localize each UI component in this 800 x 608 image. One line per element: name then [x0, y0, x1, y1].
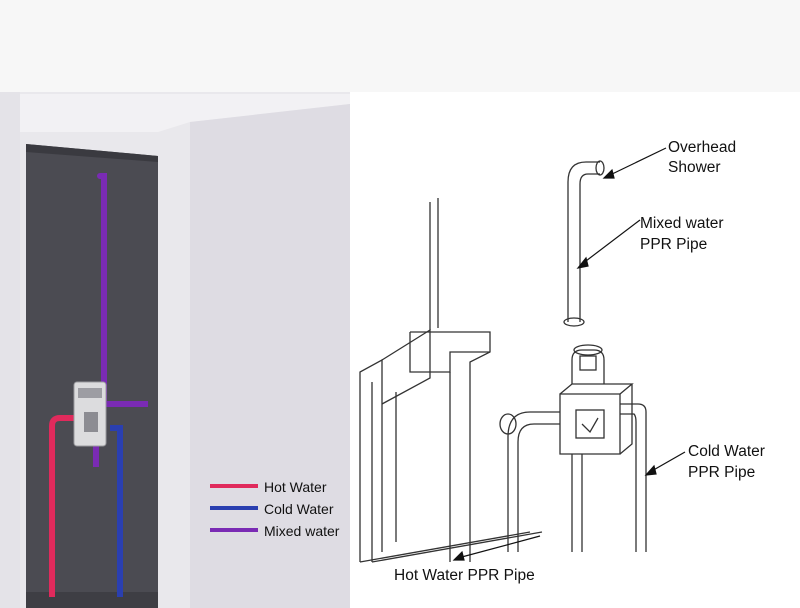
legend-cold-label: Cold Water	[264, 501, 334, 517]
wall-panel-left	[359, 358, 383, 562]
pipe-installation-diagram	[359, 147, 686, 563]
cold-water-label-line1: Cold Water	[688, 443, 765, 460]
valve-cartridge-mark	[581, 417, 599, 434]
valve-body	[559, 393, 621, 455]
wall-panel-top	[381, 328, 431, 405]
overhead-shower-elbow	[567, 161, 600, 185]
mixed-water-riser	[567, 182, 581, 322]
mixed-pipe-arrowhead	[576, 256, 589, 269]
outlet-pipe-lower	[571, 454, 583, 552]
valve-handle-top	[78, 388, 102, 398]
connector-ring	[573, 344, 603, 356]
legend-swatches	[210, 484, 258, 532]
top-background-band	[0, 0, 800, 92]
valve-cartridge	[575, 409, 605, 439]
wall-frame-step	[409, 332, 490, 373]
legend-hot-label: Hot Water	[264, 479, 327, 495]
right-wall	[190, 104, 350, 608]
wall-frame-upright	[429, 198, 439, 330]
niche-top-edge	[26, 144, 158, 162]
mixed-water-label-line1: Mixed water	[640, 215, 724, 232]
hot-pipe-pointer	[457, 535, 541, 559]
cold-pipe-pointer	[649, 451, 686, 473]
cold-water-label-line2: PPR Pipe	[688, 464, 756, 481]
hot-pipe-elbow	[499, 413, 517, 435]
cold-water-pipe-drawing	[620, 403, 647, 552]
floor-lines	[359, 531, 543, 563]
cold-pipe-arrowhead	[644, 464, 657, 476]
legend-mixed-label: Mixed water	[264, 523, 340, 539]
connector-nut	[579, 355, 597, 371]
overhead-shower-label-line2: Shower	[668, 159, 721, 176]
overhead-shower-label-line1: Overhead	[668, 139, 737, 156]
mixed-pipe-pointer	[581, 219, 641, 265]
cold-water-pipe	[110, 425, 123, 597]
installation-scene	[0, 92, 350, 608]
ceiling	[20, 94, 350, 132]
overhead-pointer	[607, 147, 667, 177]
hot-water-pipe	[49, 415, 80, 597]
valve-handle-bottom	[84, 412, 98, 432]
valve-top-connector	[571, 349, 605, 384]
hot-water-pipe-label: Hot Water PPR Pipe	[394, 567, 535, 584]
mixed-water-pipe	[97, 173, 107, 405]
wall-niche	[26, 144, 158, 608]
overhead-arrowhead	[602, 168, 615, 179]
hot-water-pipe-drawing	[507, 411, 560, 552]
shower-outlet	[595, 160, 605, 176]
mixed-water-label-line2: PPR Pipe	[640, 236, 708, 253]
hot-pipe-arrowhead	[452, 550, 465, 561]
left-edge-wall	[0, 92, 20, 608]
riser-bottom-ring	[563, 317, 585, 327]
floor-strip	[26, 592, 158, 608]
hot-water-pipe-drawing-inner	[517, 423, 560, 552]
